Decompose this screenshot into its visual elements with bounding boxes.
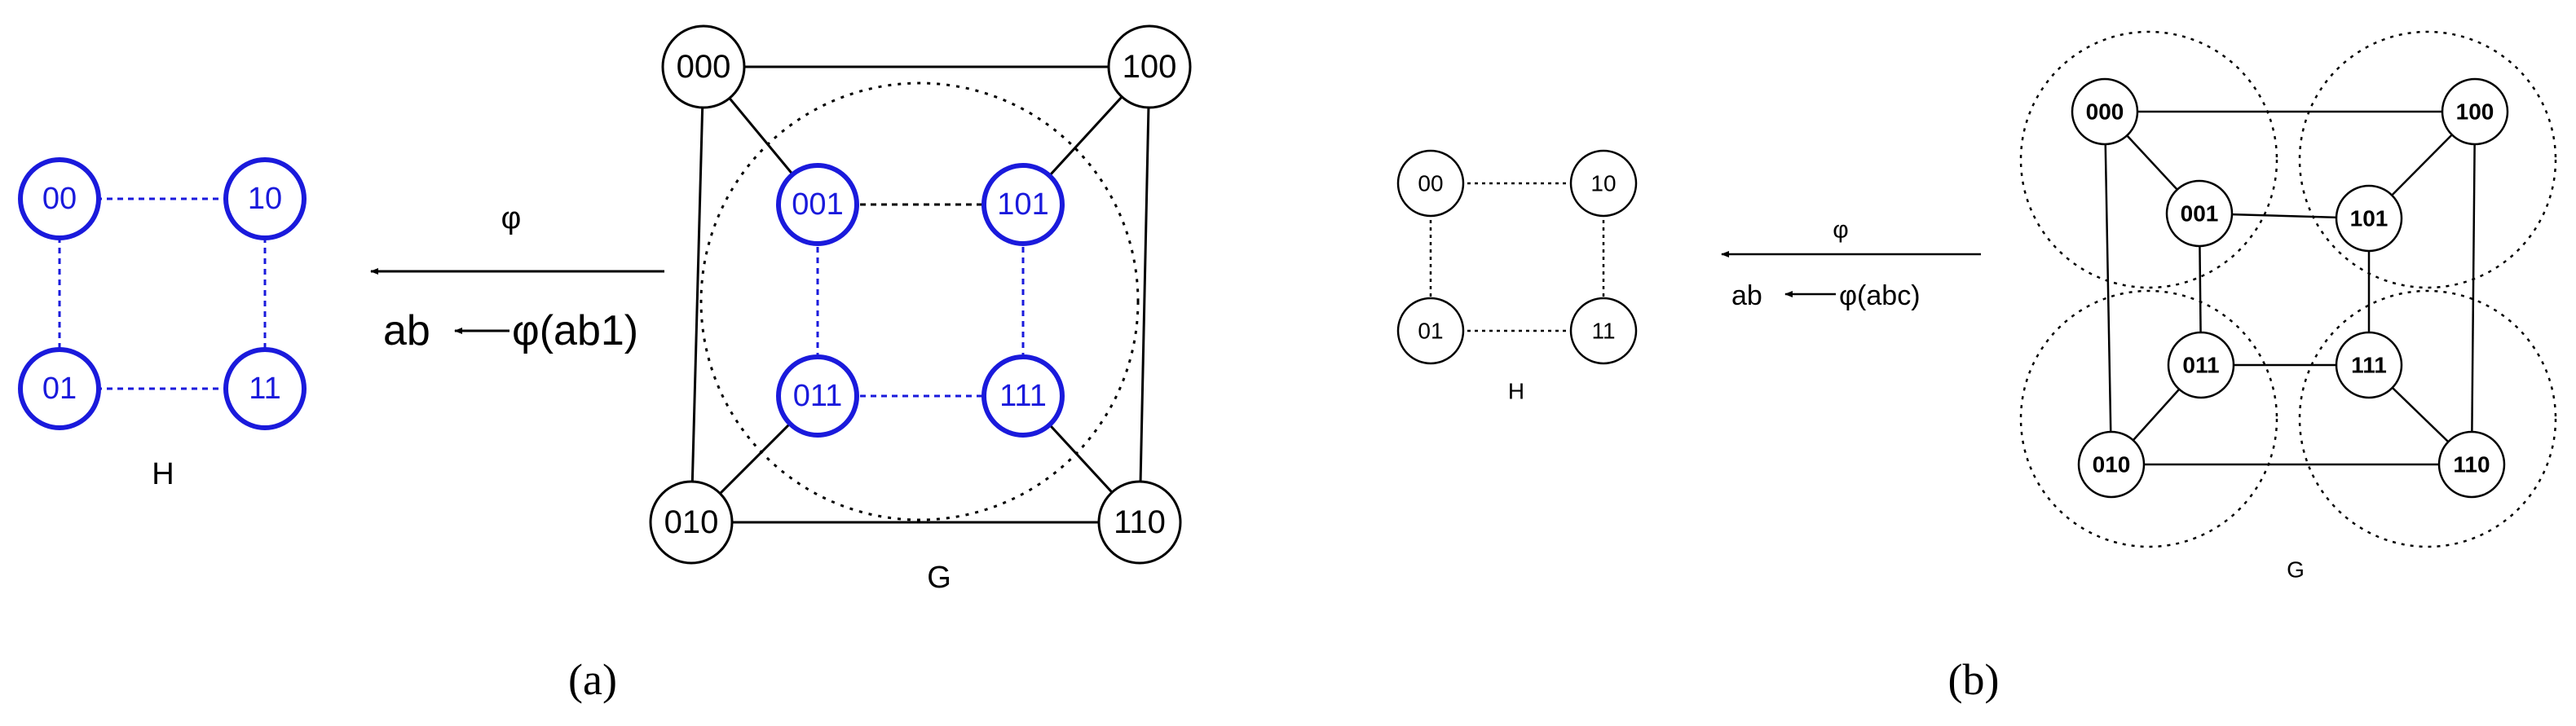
node-g-a-011: 011 [776,354,859,438]
map-a-rule-left: ab [383,307,430,354]
node-label: 010 [664,504,719,540]
subcube-boundary-a [699,81,1140,521]
node-h-a-11: 11 [223,347,307,430]
caption-b: (b) [1948,655,2000,704]
node-g-a-010: 010 [649,480,734,565]
node-h-a-00: 00 [18,157,101,240]
graph-h-a-label: H [152,457,174,491]
node-label: 11 [1591,319,1615,344]
edge-g-a-100-110 [1138,66,1151,523]
node-label: 001 [792,187,843,222]
node-label: 01 [42,372,77,406]
node-label: 000 [2086,99,2124,125]
node-label: 111 [999,379,1047,413]
panel-a: 00 10 01 11 H φ ab φ(ab1) [18,24,1192,704]
map-b-rule-left: ab [1731,280,1762,311]
edge-g-a-000-010 [690,66,705,523]
node-label: 011 [2182,353,2219,378]
cluster-boundary-b-top-right [2298,30,2557,289]
map-b-symbol: φ [1833,217,1848,244]
node-h-b-11: 11 [1569,297,1638,365]
node-label: 100 [1123,49,1177,85]
graph-g-a-label: G [927,561,951,595]
node-label: 110 [1114,504,1166,540]
graph-g-a: 000 100 010 110 001 101 [649,24,1192,595]
node-g-b-011: 011 [2167,331,2235,399]
cluster-boundary-b-bottom-left [2019,289,2278,548]
node-g-a-001: 001 [776,163,859,246]
edge-g-b-100-110 [2470,111,2477,465]
graph-h-b-label: H [1508,379,1524,404]
node-h-b-10: 10 [1569,149,1638,218]
node-label: 10 [1590,171,1616,196]
map-a-rule-right: φ(ab1) [512,307,638,354]
node-label: 110 [2453,452,2490,477]
cluster-boundary-b-bottom-right [2298,289,2557,548]
node-g-a-110: 110 [1097,480,1182,565]
node-g-a-000: 000 [661,24,746,109]
node-g-b-111: 111 [2335,331,2403,399]
node-label: 00 [1418,171,1443,196]
node-g-b-000: 000 [2071,77,2139,146]
node-label: 100 [2456,99,2494,125]
cluster-boundary-b-top-left [2019,30,2278,289]
node-label: 01 [1418,319,1443,344]
node-h-a-10: 10 [223,157,307,240]
node-g-a-111: 111 [981,354,1065,438]
node-label: 001 [2181,201,2219,227]
graph-g-b-label: G [2287,557,2305,583]
map-a: φ ab φ(ab1) [370,201,664,354]
node-label: 101 [997,187,1048,222]
node-g-b-001: 001 [2165,179,2234,248]
node-g-b-101: 101 [2335,184,2403,253]
node-h-b-00: 00 [1396,149,1465,218]
node-g-b-010: 010 [2077,430,2146,499]
node-g-b-100: 100 [2441,77,2509,146]
node-label: 101 [2350,206,2389,231]
edge-g-b-000-010 [2103,111,2113,465]
caption-a: (a) [568,655,617,704]
node-label: 000 [677,49,731,85]
graph-g-b: 000 100 010 110 001 101 [2019,30,2557,583]
graph-h-a: 00 10 01 11 H [18,157,307,491]
node-label: 111 [2351,353,2387,378]
map-b-rule-right: φ(abc) [1839,280,1921,311]
node-label: 10 [248,182,282,216]
node-label: 011 [793,379,843,413]
node-label: 010 [2093,452,2131,477]
panel-b: 00 10 01 11 H φ ab φ(abc) [1396,30,2557,704]
map-b: φ ab φ(abc) [1721,217,1981,311]
node-g-a-101: 101 [981,163,1065,246]
node-h-b-01: 01 [1396,297,1465,365]
node-g-a-100: 100 [1107,24,1192,109]
graph-h-b: 00 10 01 11 H [1396,149,1638,404]
node-g-b-110: 110 [2437,430,2506,499]
node-h-a-01: 01 [18,347,101,430]
map-a-symbol: φ [501,201,522,235]
node-label: 00 [42,182,77,216]
node-label: 11 [249,372,280,406]
